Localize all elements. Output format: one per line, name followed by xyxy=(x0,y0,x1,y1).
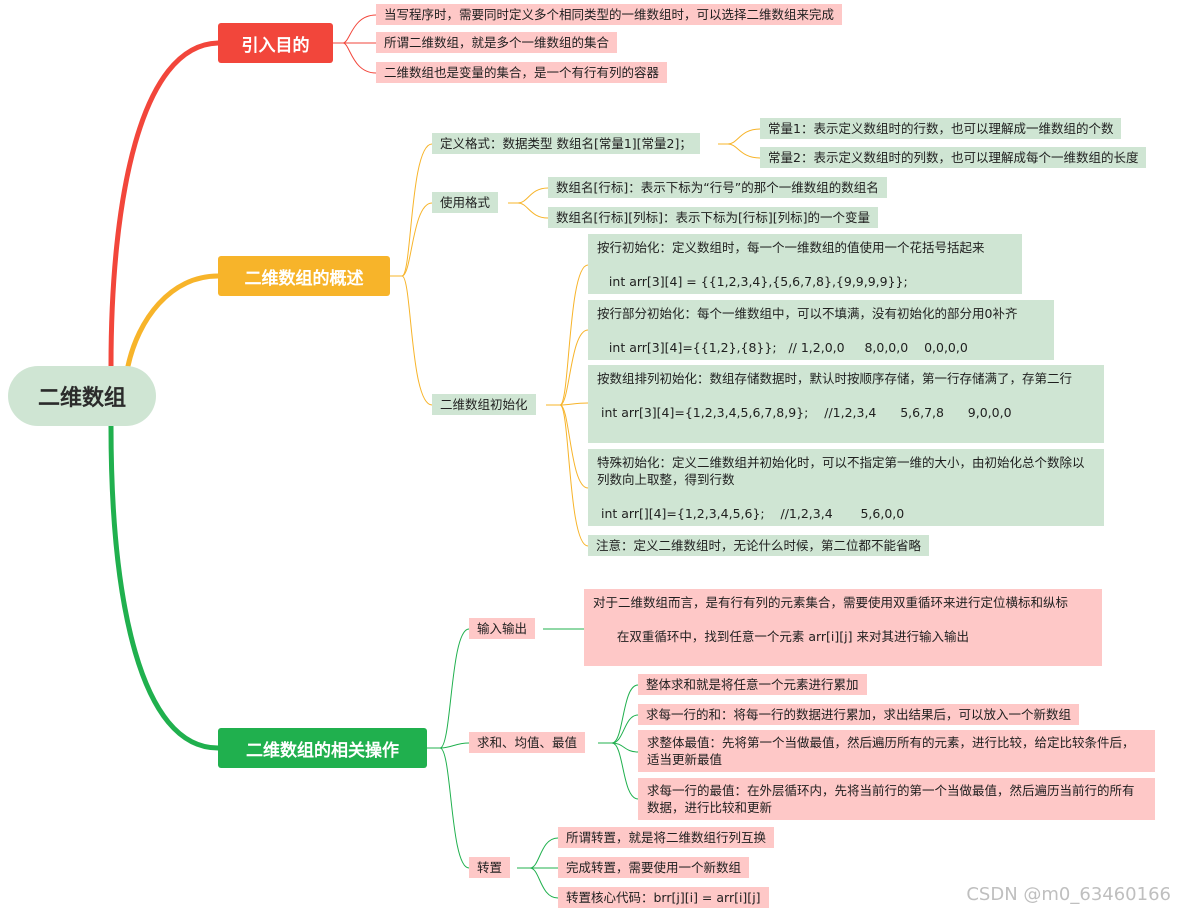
op-transpose[interactable]: 转置 xyxy=(469,857,511,878)
use-row-col-index: 数组名[行标][列标]：表示下标为[行标][列标]的一个变量 xyxy=(548,207,879,228)
init-partial-row: 按行部分初始化：每个一维数组中，可以不填满，没有初始化的部分用0补齐 int a… xyxy=(588,300,1054,360)
use-row-index: 数组名[行标]：表示下标为“行号”的那个一维数组的数组名 xyxy=(548,177,887,198)
edge-root-branch3 xyxy=(108,423,221,751)
transpose-definition: 所谓转置，就是将二维数组行列互换 xyxy=(558,827,775,848)
use-format[interactable]: 使用格式 xyxy=(432,192,499,213)
init-label[interactable]: 二维数组初始化 xyxy=(432,394,536,415)
root-node[interactable]: 二维数组 xyxy=(8,366,156,426)
init-special: 特殊初始化：定义二维数组并初始化时，可以不指定第一维的大小，由初始化总个数除以列… xyxy=(588,449,1104,526)
edge-root-branch2 xyxy=(125,273,221,369)
def-format[interactable]: 定义格式：数据类型 数组名[常量1][常量2]； xyxy=(432,133,700,154)
op-sum-row: 求每一行的和：将每一行的数据进行累加，求出结果后，可以放入一个新数组 xyxy=(638,704,1080,725)
branch-overview[interactable]: 二维数组的概述 xyxy=(218,256,390,296)
def-const1: 常量1：表示定义数组时的行数，也可以理解成一维数组的个数 xyxy=(760,118,1122,139)
branch-operations[interactable]: 二维数组的相关操作 xyxy=(218,728,427,768)
op-sum-avg-max[interactable]: 求和、均值、最值 xyxy=(469,732,586,753)
init-sequential: 按数组排列初始化：数组存储数据时，默认时按顺序存储，第一行存储满了，存第二行 i… xyxy=(588,365,1104,443)
branch-intro-purpose[interactable]: 引入目的 xyxy=(218,23,333,63)
op-io[interactable]: 输入输出 xyxy=(469,618,536,639)
intro-item-1: 当写程序时，需要同时定义多个相同类型的一维数组时，可以选择二维数组来完成 xyxy=(376,4,843,25)
op-max-row: 求每一行的最值：在外层循环内，先将当前行的第一个当做最值，然后遍历当前行的所有数… xyxy=(638,778,1155,820)
op-sum-total: 整体求和就是将任意一个元素进行累加 xyxy=(638,674,867,695)
intro-item-2: 所谓二维数组，就是多个一维数组的集合 xyxy=(376,32,618,53)
def-const2: 常量2：表示定义数组时的列数，也可以理解成每个一维数组的长度 xyxy=(760,147,1147,168)
transpose-new-array: 完成转置，需要使用一个新数组 xyxy=(558,857,750,878)
watermark: CSDN @m0_63460166 xyxy=(966,884,1171,905)
init-by-row: 按行初始化：定义数组时，每一个一维数组的值使用一个花括号括起来 int arr[… xyxy=(588,234,1022,294)
op-max-total: 求整体最值：先将第一个当做最值，然后遍历所有的元素，进行比较，给定比较条件后，适… xyxy=(638,730,1155,772)
edge-root-branch1 xyxy=(108,40,221,369)
init-note: 注意：定义二维数组时，无论什么时候，第二位都不能省略 xyxy=(588,535,930,556)
op-io-text: 对于二维数组而言，是有行有列的元素集合，需要使用双重循环来进行定位横标和纵标 在… xyxy=(584,589,1102,666)
intro-item-3: 二维数组也是变量的集合，是一个有行有列的容器 xyxy=(376,62,668,83)
transpose-core-code: 转置核心代码：brr[j][i] = arr[i][j] xyxy=(558,887,769,908)
